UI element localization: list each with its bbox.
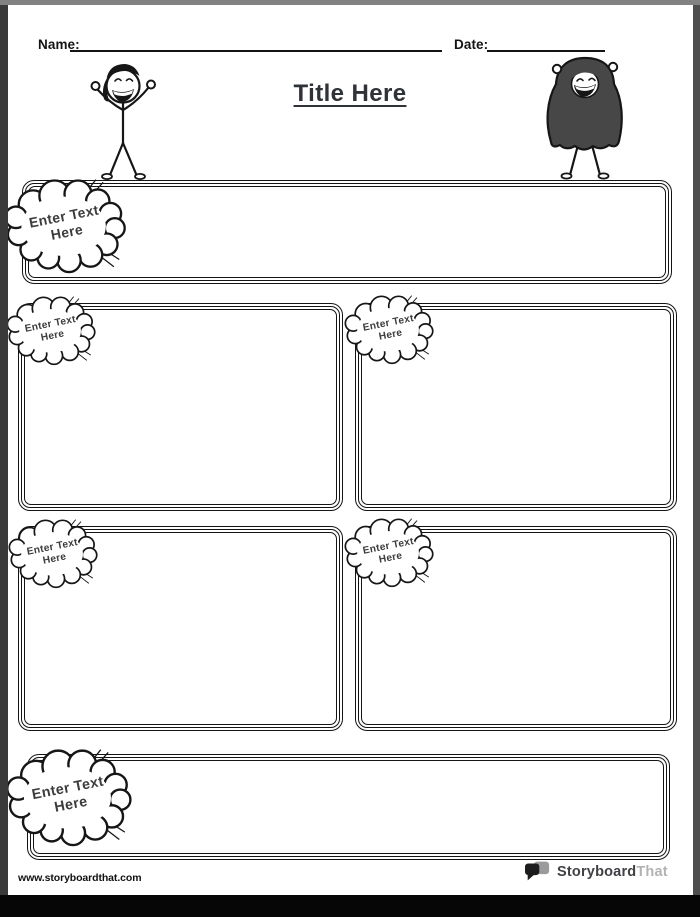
panel-border-mid xyxy=(25,183,669,281)
brand-name-primary: Storyboard xyxy=(557,863,637,880)
page-title[interactable]: Title Here xyxy=(293,80,407,107)
text-panel-bottom[interactable] xyxy=(27,754,670,860)
page-frame-left xyxy=(0,0,8,917)
cloud-callout[interactable] xyxy=(4,176,132,274)
brand-name-secondary: That xyxy=(636,863,668,880)
date-label: Date: xyxy=(454,37,489,52)
cloud-callout[interactable] xyxy=(6,746,138,847)
stick-figure-girl-icon xyxy=(546,56,623,180)
panel-border-mid xyxy=(30,757,667,857)
cloud-callout[interactable] xyxy=(6,294,100,366)
cloud-callout[interactable] xyxy=(344,293,438,365)
page-frame-top xyxy=(0,0,700,5)
panel-border-inner xyxy=(28,186,666,278)
page-frame-bottom xyxy=(0,895,700,917)
text-panel-top[interactable] xyxy=(22,180,672,284)
brand-logo: StoryboardThat xyxy=(524,859,668,884)
speech-bubbles-icon xyxy=(525,861,550,881)
panel-border-inner xyxy=(33,760,664,854)
cloud-callout[interactable] xyxy=(344,516,438,588)
footer-url: www.storyboardthat.com xyxy=(18,872,142,884)
name-fill-line[interactable] xyxy=(70,50,442,52)
text-panel-2[interactable] xyxy=(355,303,677,511)
text-panel-3[interactable] xyxy=(18,526,343,731)
cloud-callout[interactable] xyxy=(8,517,102,589)
date-fill-line[interactable] xyxy=(487,50,605,52)
name-label: Name: xyxy=(38,37,80,52)
page-frame-right xyxy=(693,0,700,917)
stick-figure-boy-icon xyxy=(90,64,156,181)
